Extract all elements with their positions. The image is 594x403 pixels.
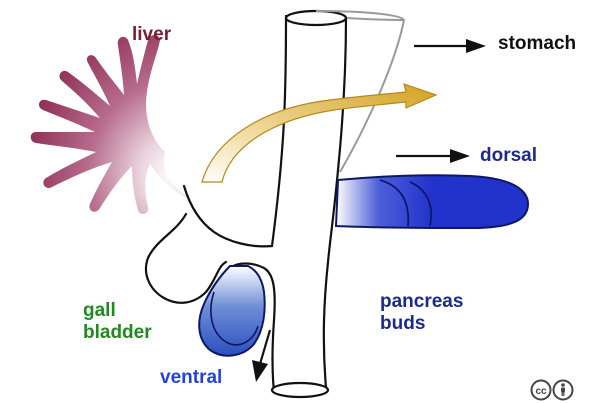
dorsal-pancreas-bud	[336, 175, 528, 228]
pancreas-label-line1: pancreas	[380, 291, 463, 313]
pancreas-buds-label: pancreas buds	[380, 291, 463, 335]
rotation-arrow	[202, 84, 436, 182]
dorsal-arrow	[396, 149, 470, 163]
liver-shape	[31, 35, 192, 214]
ventral-label: ventral	[160, 367, 222, 389]
pancreas-label-line2: buds	[380, 313, 463, 335]
liver-label: liver	[132, 24, 171, 46]
gut-tube-left-wall	[184, 16, 286, 246]
stomach-outline-inner	[346, 18, 404, 20]
stomach-outline	[316, 11, 404, 172]
tube-bottom-rim	[272, 383, 328, 397]
dorsal-label: dorsal	[480, 145, 537, 167]
ventral-pancreas-bud	[199, 266, 264, 356]
stomach-label: stomach	[498, 33, 576, 55]
stomach-rim	[286, 11, 346, 25]
cc-icon: cc	[535, 386, 547, 397]
stomach-arrow	[414, 39, 486, 53]
person-icon	[554, 381, 573, 400]
gall-label-line1: gall	[83, 300, 152, 322]
cc-by-license-badge: cc	[530, 379, 586, 401]
gall-label-line2: bladder	[83, 322, 152, 344]
gall-bladder-label: gall bladder	[83, 300, 152, 344]
